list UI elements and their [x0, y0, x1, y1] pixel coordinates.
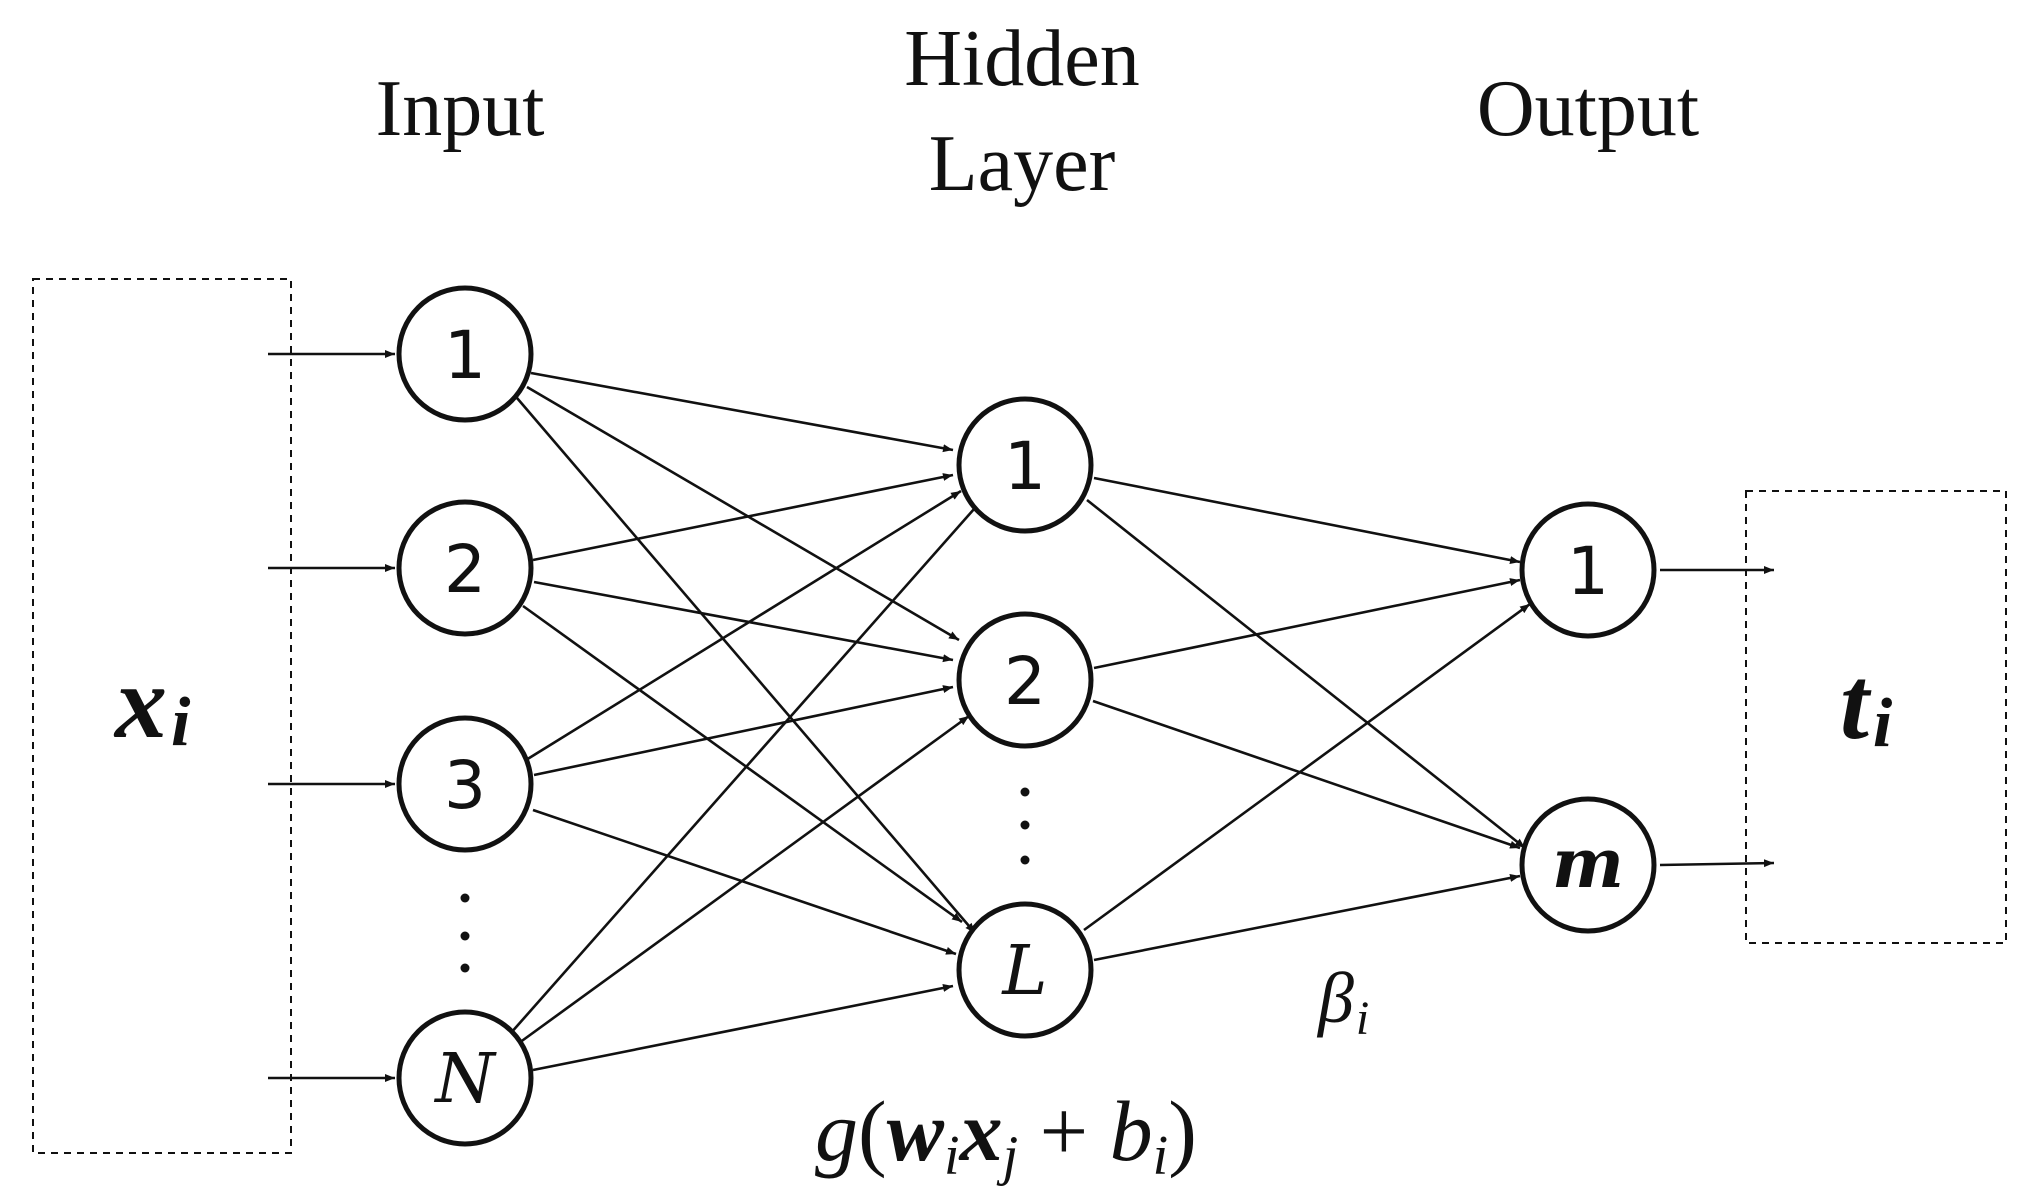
edge-inn-h2 — [518, 714, 970, 1045]
edge-in1-h1 — [530, 371, 954, 453]
hidden-activation-formula: g(wixj + bi) — [815, 1083, 1197, 1187]
edge-hl-om — [1093, 874, 1521, 962]
output-vector-box — [1745, 490, 2007, 944]
input-vector-box — [32, 278, 292, 1154]
input-heading: Input — [376, 65, 545, 153]
output-weight-label: βi — [1316, 958, 1369, 1045]
output-arrow-m — [1659, 859, 1775, 868]
edge-in2-h1 — [532, 473, 954, 562]
edge-in3-hl — [532, 808, 957, 956]
input-node-2-label: 2 — [444, 531, 486, 608]
output-node-m: m — [1519, 796, 1657, 934]
edge-in2-hl — [522, 604, 963, 924]
hidden-node-2-label: 2 — [1004, 643, 1046, 720]
edge-h1-om — [1086, 498, 1526, 850]
edge-in3-h1 — [525, 489, 962, 762]
hidden-heading-line2: Layer — [929, 120, 1116, 208]
input-node-n-label: N — [433, 1040, 497, 1119]
edge-in1-h2 — [526, 385, 960, 642]
output-heading: Output — [1477, 65, 1699, 153]
edge-in2-h2 — [533, 580, 954, 663]
input-node-3: 3 — [396, 715, 534, 853]
edge-hl-o1 — [1083, 602, 1531, 932]
edge-h1-o1 — [1093, 476, 1521, 564]
hidden-heading-line1: Hidden — [904, 15, 1140, 103]
edge-in1-hl — [516, 397, 976, 934]
hidden-node-1: 1 — [956, 396, 1094, 534]
input-node-1: 1 — [396, 285, 534, 423]
hidden-ellipsis — [1020, 787, 1030, 865]
input-node-2: 2 — [396, 499, 534, 637]
input-node-n: N — [396, 1009, 534, 1147]
output-node-1: 1 — [1519, 501, 1657, 639]
hidden-node-1-label: 1 — [1004, 428, 1046, 505]
edge-h2-o1 — [1093, 578, 1521, 670]
output-node-1-label: 1 — [1567, 533, 1609, 610]
edge-h2-om — [1092, 699, 1521, 850]
input-ellipsis — [460, 893, 470, 973]
hidden-node-l-label: L — [1000, 932, 1047, 1011]
edge-inn-hl — [532, 984, 954, 1072]
hidden-node-l: L — [956, 901, 1094, 1039]
edge-in3-h2 — [533, 685, 954, 777]
input-node-1-label: 1 — [444, 317, 486, 394]
hidden-node-2: 2 — [956, 611, 1094, 749]
input-node-3-label: 3 — [444, 747, 486, 824]
output-node-m-label: m — [1552, 824, 1624, 904]
edge-inn-h1 — [509, 499, 983, 1035]
output-vector-label: ti — [1840, 646, 1893, 762]
input-vector-label: xi — [113, 645, 191, 761]
